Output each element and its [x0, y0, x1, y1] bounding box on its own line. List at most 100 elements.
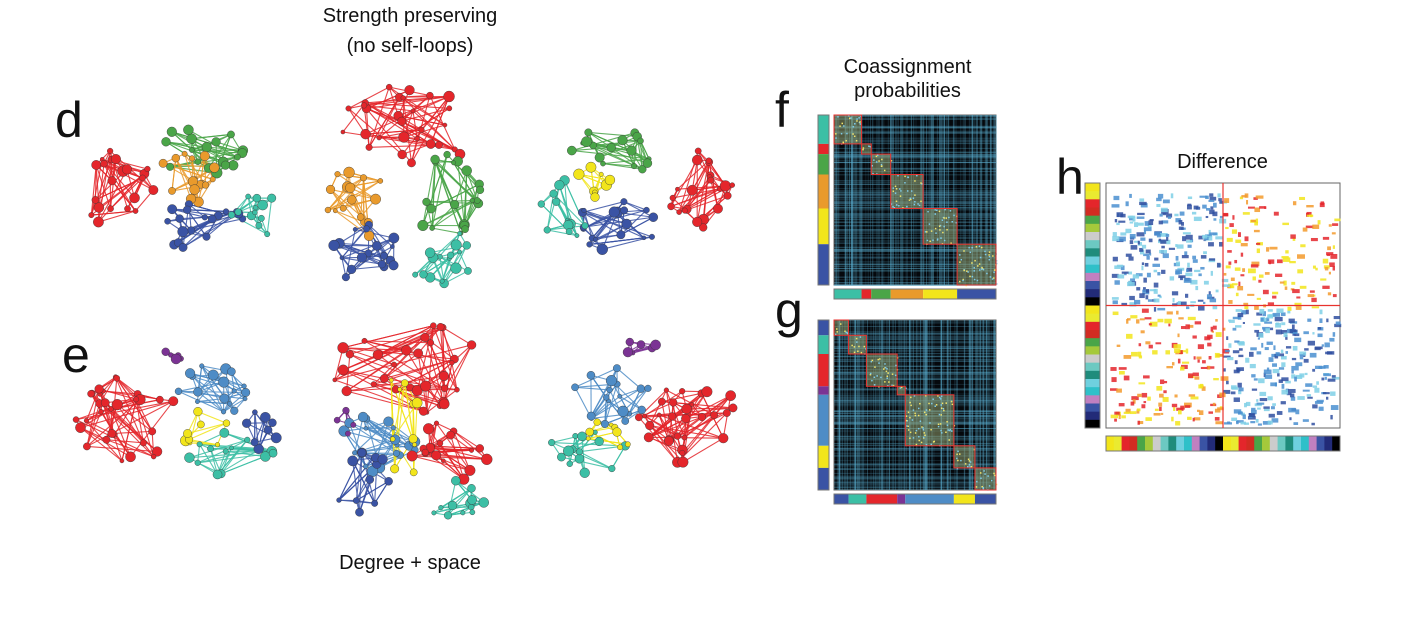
difference-cell [1271, 418, 1279, 423]
matrix-streak [985, 320, 987, 490]
difference-cell [1158, 238, 1162, 242]
matrix-streak [844, 320, 846, 490]
network-edge [661, 401, 670, 441]
network-edge [658, 414, 683, 454]
network-node [345, 182, 356, 193]
difference-cell [1162, 212, 1167, 216]
difference-cell [1171, 416, 1174, 422]
network-node [478, 497, 489, 508]
matrix-streak [834, 477, 996, 479]
difference-cell [1182, 361, 1190, 364]
difference-cell [1112, 236, 1120, 242]
difference-cell [1141, 262, 1145, 265]
difference-cell [1139, 293, 1145, 299]
colorbar-segment [818, 354, 829, 387]
block-texture [914, 201, 916, 203]
matrix-streak [838, 320, 840, 490]
network-node [380, 251, 388, 260]
matrix-streak [834, 279, 996, 281]
matrix-streak [976, 115, 978, 285]
matrix-streak [834, 162, 996, 164]
matrix-streak [834, 348, 996, 350]
difference-cell [1118, 220, 1126, 223]
network-edge [604, 383, 618, 425]
difference-cell [1185, 348, 1189, 354]
matrix-streak [955, 115, 957, 285]
network-node [425, 139, 436, 149]
matrix-streak [851, 115, 853, 285]
network-edge [365, 133, 431, 145]
block-texture [915, 443, 918, 446]
difference-cell [1326, 396, 1329, 400]
block-texture [853, 135, 856, 138]
block-texture [886, 368, 888, 370]
matrix-streak [834, 353, 996, 355]
block-texture [943, 409, 945, 412]
matrix-streak [834, 222, 996, 224]
network-node [193, 387, 203, 397]
network-node [572, 433, 579, 439]
colorbar-segment [1085, 223, 1100, 233]
difference-cell [1294, 337, 1302, 343]
network-edge [582, 209, 647, 228]
block-texture [948, 216, 950, 219]
network-node [412, 271, 419, 278]
difference-cell [1193, 216, 1202, 222]
difference-cell [1197, 344, 1204, 350]
block-texture [920, 441, 923, 444]
difference-cell [1138, 242, 1143, 246]
difference-cell [1258, 378, 1265, 384]
difference-cell [1281, 377, 1289, 382]
network-node [119, 458, 125, 464]
network-node [443, 511, 453, 520]
module-boundary [922, 208, 958, 245]
network-node [713, 203, 723, 214]
network-node [404, 85, 415, 96]
difference-cell [1206, 294, 1213, 300]
matrix-streak [853, 320, 855, 490]
block-texture [879, 358, 881, 360]
block-texture [863, 345, 866, 348]
network-node [699, 223, 708, 232]
network-node [178, 243, 188, 252]
network-edge [684, 195, 728, 212]
network-node [347, 455, 358, 467]
block-texture [941, 402, 944, 405]
colorbar-segment [1085, 330, 1100, 339]
colorbar-segment [861, 289, 872, 299]
difference-cell [1237, 382, 1242, 388]
block-texture [963, 250, 965, 252]
difference-cell [1177, 358, 1181, 364]
difference-cell [1274, 353, 1279, 359]
block-texture [957, 450, 959, 453]
difference-cell [1281, 322, 1286, 326]
block-texture [890, 203, 893, 205]
difference-cell [1312, 385, 1318, 388]
matrix-streak [892, 320, 894, 490]
difference-cell [1227, 357, 1234, 361]
difference-matrix [1084, 182, 1342, 452]
network-node [451, 476, 461, 486]
matrix-streak [834, 276, 996, 278]
colorbar-segment [1121, 436, 1130, 451]
network-node [401, 379, 409, 387]
matrix-streak [834, 448, 996, 450]
network-edge [616, 367, 642, 390]
network-node [267, 193, 277, 203]
network-node [230, 406, 239, 415]
matrix-streak [971, 115, 973, 285]
network-edge [335, 210, 365, 223]
block-texture [922, 436, 925, 439]
block-texture [892, 190, 895, 193]
network-node [461, 225, 469, 233]
matrix-streak [834, 276, 996, 278]
network-node [363, 225, 371, 233]
difference-cell [1303, 331, 1309, 335]
network-node [339, 204, 347, 212]
network-node [268, 418, 277, 427]
block-texture [899, 188, 901, 190]
matrix-streak [834, 284, 996, 286]
matrix-streak [845, 115, 847, 285]
difference-cell [1232, 215, 1235, 220]
difference-cell [1272, 403, 1276, 406]
